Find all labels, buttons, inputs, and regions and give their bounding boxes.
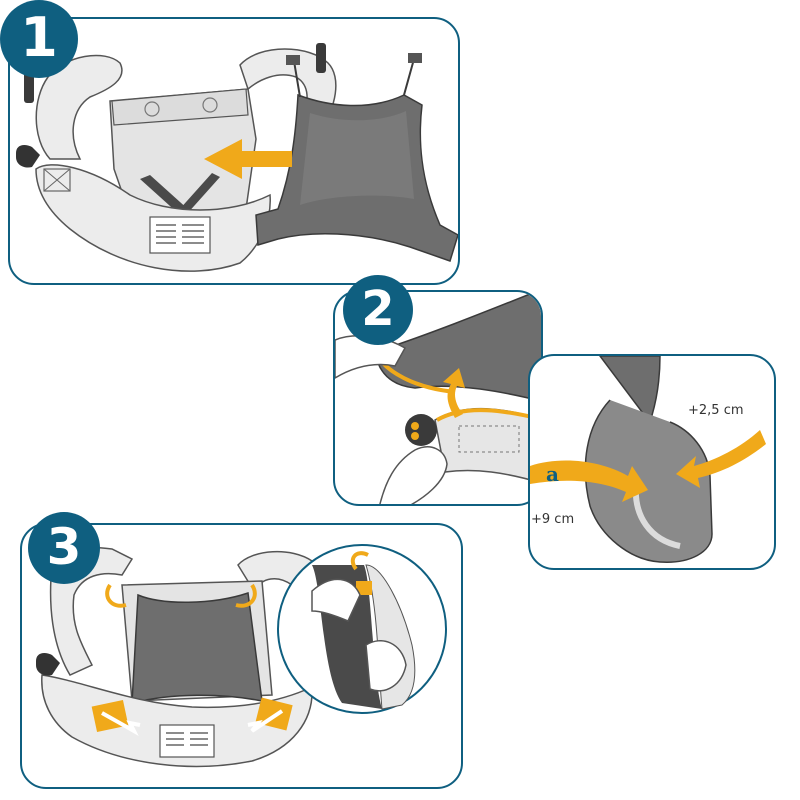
snap-icon	[144, 101, 160, 117]
belt-stitch-box	[458, 425, 520, 453]
rotate-arrow-right	[235, 583, 257, 608]
zoom-hand-top	[311, 578, 361, 622]
step-number: 1	[20, 6, 58, 69]
left-shoulder-strap	[35, 54, 123, 160]
insert-arrow	[443, 368, 465, 418]
right-strap-buckle	[316, 43, 326, 73]
grey-insert-panel	[131, 592, 263, 704]
belt-buckle	[16, 145, 40, 168]
belt-stitch-cross	[43, 168, 71, 192]
care-label	[149, 216, 211, 254]
measure-bottom-label: +9 cm	[531, 512, 575, 527]
measure-arrow-top	[676, 430, 766, 488]
insert-hook	[408, 53, 422, 63]
step-number: 2	[361, 281, 395, 337]
care-label	[159, 724, 215, 758]
waist-belt	[434, 407, 541, 484]
step-1-panel	[8, 17, 460, 285]
belt-buckle	[36, 653, 60, 676]
inner-strap	[140, 175, 190, 215]
detail-letter: a	[546, 462, 559, 486]
step-2-panel	[333, 290, 543, 506]
insert-hook	[286, 55, 300, 65]
grey-insert-panel	[374, 292, 541, 402]
step-1-illustration	[16, 43, 458, 272]
rotate-arrow-left	[105, 583, 127, 608]
waist-belt	[41, 674, 313, 768]
measure-arrow-a	[530, 460, 648, 502]
carrier-headrest	[111, 88, 249, 126]
belt-buckle	[405, 414, 437, 446]
grey-insert-inner	[300, 111, 414, 205]
step-2-badge: 2	[343, 275, 413, 345]
snap-icon	[202, 97, 218, 113]
zoom-rotate-arrow	[350, 551, 369, 571]
pull-arrow-right	[247, 709, 284, 733]
detail-illustration	[530, 356, 766, 563]
hand-bottom	[379, 446, 448, 504]
measure-top-label: +2,5 cm	[688, 403, 744, 418]
belt-stitch-box	[43, 168, 71, 192]
insert-arrow	[204, 139, 292, 179]
inner-strap	[178, 173, 220, 215]
zoom-hand-bottom	[365, 640, 407, 692]
zoom-buckle	[356, 581, 372, 595]
step-number: 3	[46, 518, 82, 576]
step-1-badge: 1	[0, 0, 78, 78]
step-2-illustration	[335, 292, 541, 504]
step-3-badge: 3	[28, 512, 100, 584]
pull-arrow-left	[101, 711, 141, 736]
detail-panel	[528, 354, 776, 570]
